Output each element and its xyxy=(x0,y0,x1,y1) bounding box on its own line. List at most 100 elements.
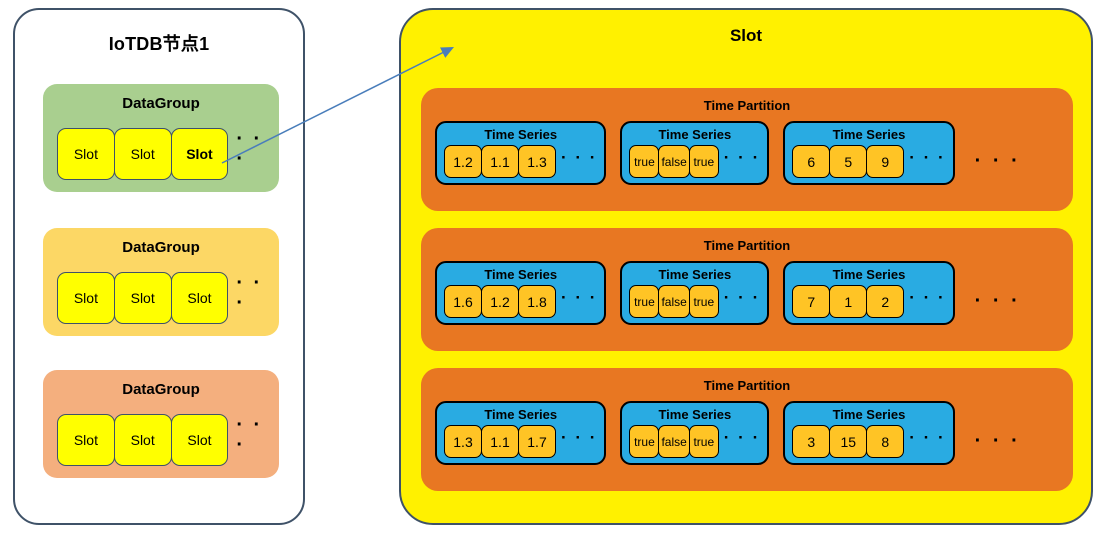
datagroup-label: DataGroup xyxy=(122,239,200,256)
time-series-label: Time Series xyxy=(658,407,732,422)
value-cell[interactable]: 1.6 xyxy=(444,285,482,318)
time-series-label: Time Series xyxy=(658,267,732,282)
time-series-label: Time Series xyxy=(484,267,558,282)
value-cells-ellipsis: · · · xyxy=(723,148,761,167)
value-cell[interactable]: 7 xyxy=(792,285,831,318)
slot-box[interactable]: Slot xyxy=(170,272,229,324)
time-series-label: Time Series xyxy=(832,267,906,282)
time-partition-label: Time Partition xyxy=(703,98,791,113)
value-cell[interactable]: true xyxy=(629,285,660,318)
value-cell[interactable]: 9 xyxy=(866,145,905,178)
node-panel-title: IoTDB节点1 xyxy=(108,34,210,54)
datagroup-label: DataGroup xyxy=(122,381,200,398)
slot-box[interactable]: Slot xyxy=(113,414,172,466)
time-series-row-ellipsis: · · · xyxy=(974,430,1021,452)
value-cell[interactable]: 1.2 xyxy=(444,145,482,178)
value-cells-ellipsis: · · · xyxy=(723,288,761,307)
slot-row-ellipsis: · · · xyxy=(236,128,263,170)
value-cell[interactable]: false xyxy=(658,145,690,178)
value-cell[interactable]: 1.7 xyxy=(518,425,556,458)
slot-box[interactable]: Slot xyxy=(113,128,172,180)
value-cell[interactable]: 1.3 xyxy=(518,145,556,178)
value-cell[interactable]: 1.2 xyxy=(481,285,519,318)
value-cell[interactable]: 6 xyxy=(792,145,831,178)
time-series-label: Time Series xyxy=(484,127,558,142)
value-cell[interactable]: false xyxy=(658,425,690,458)
slot-box[interactable]: Slot xyxy=(57,272,115,324)
value-cells-ellipsis: · · · xyxy=(561,288,598,307)
value-cells-ellipsis: · · · xyxy=(561,148,598,167)
value-cell[interactable]: 3 xyxy=(792,425,831,458)
slot-panel-title: Slot xyxy=(729,26,763,45)
value-cell[interactable]: 1.1 xyxy=(481,145,519,178)
datagroup-label: DataGroup xyxy=(122,95,200,112)
value-cell[interactable]: 5 xyxy=(829,145,868,178)
value-cell[interactable]: 1.3 xyxy=(444,425,482,458)
time-partition-label: Time Partition xyxy=(703,238,791,253)
slot-box[interactable]: Slot xyxy=(113,272,172,324)
value-cells-ellipsis: · · · xyxy=(723,428,761,447)
value-cell[interactable]: false xyxy=(658,285,690,318)
value-cell[interactable]: true xyxy=(629,425,660,458)
time-series-label: Time Series xyxy=(658,127,732,142)
slot-row-ellipsis: · · · xyxy=(236,414,263,456)
time-series-label: Time Series xyxy=(832,407,906,422)
slot-row-ellipsis: · · · xyxy=(236,272,263,314)
value-cell[interactable]: true xyxy=(688,145,719,178)
time-series-label: Time Series xyxy=(832,127,906,142)
value-cell[interactable]: 1 xyxy=(829,285,868,318)
value-cells-ellipsis: · · · xyxy=(909,288,946,307)
value-cell[interactable]: true xyxy=(688,425,719,458)
value-cell[interactable]: true xyxy=(688,285,719,318)
value-cells-ellipsis: · · · xyxy=(909,148,946,167)
slot-box[interactable]: Slot xyxy=(170,128,229,180)
time-series-label: Time Series xyxy=(484,407,558,422)
value-cell[interactable]: 8 xyxy=(866,425,905,458)
time-series-row-ellipsis: · · · xyxy=(974,150,1021,172)
value-cell[interactable]: 1.1 xyxy=(481,425,519,458)
value-cells-ellipsis: · · · xyxy=(561,428,598,447)
value-cell[interactable]: 15 xyxy=(829,425,868,458)
value-cell[interactable]: true xyxy=(629,145,660,178)
value-cell[interactable]: 2 xyxy=(866,285,905,318)
value-cell[interactable]: 1.8 xyxy=(518,285,556,318)
slot-box[interactable]: Slot xyxy=(57,414,115,466)
slot-box[interactable]: Slot xyxy=(170,414,229,466)
time-partition-label: Time Partition xyxy=(703,378,791,393)
time-series-row-ellipsis: · · · xyxy=(974,290,1021,312)
slot-box[interactable]: Slot xyxy=(57,128,115,180)
value-cells-ellipsis: · · · xyxy=(909,428,946,447)
